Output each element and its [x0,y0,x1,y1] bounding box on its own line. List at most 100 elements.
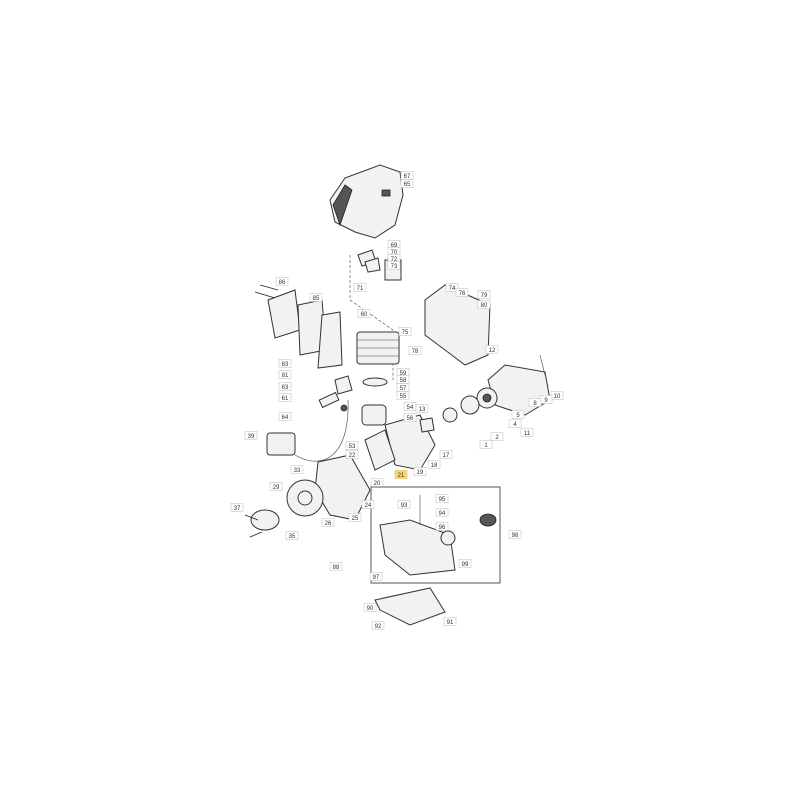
label-box [508,419,522,428]
part-label-91: 91 [443,617,457,626]
label-text: 71 [357,286,364,292]
label-text: 17 [443,453,450,459]
part-label-17: 17 [439,450,453,459]
part-label-78: 78 [408,346,422,355]
label-text: 79 [481,293,488,299]
label-text: 19 [417,470,424,476]
label-box [269,482,283,491]
ignition-and-muffler [266,375,353,462]
label-box [400,179,414,188]
part-label-24: 24 [361,500,375,509]
label-box [387,261,401,270]
part-label-26: 26 [321,518,335,527]
part-label-74: 74 [445,283,459,292]
part-label-22: 22 [345,450,359,459]
cylinder [356,331,400,365]
label-box [415,404,429,413]
part-label-76: 76 [455,288,469,297]
label-text: 73 [391,264,398,270]
label-box [398,327,412,336]
part-label-8: 8 [528,398,542,407]
label-box [479,440,493,449]
part-label-12: 12 [485,345,499,354]
part-label-39: 39 [244,431,258,440]
label-box [403,413,417,422]
part-label-2: 2 [490,432,504,441]
label-box [520,428,534,437]
label-text: 5 [516,413,520,419]
label-box [396,391,410,400]
label-text: 96 [439,525,446,531]
part-label-61: 61 [278,393,292,402]
label-box [369,572,383,581]
label-box [485,345,499,354]
fuel-tank-kit [370,486,501,584]
label-text: 65 [404,182,411,188]
label-box [435,508,449,517]
label-box [353,283,367,292]
label-text: 53 [349,444,356,450]
label-text: 24 [365,503,372,509]
label-text: 11 [524,431,531,437]
label-text: 94 [439,511,446,517]
label-text: 98 [512,533,519,539]
label-box [439,450,453,459]
part-label-80: 80 [477,300,491,309]
part-label-57: 57 [396,383,410,392]
label-text: 63 [282,385,289,391]
label-box [278,359,292,368]
label-text: 1 [484,443,488,449]
label-text: 39 [248,434,255,440]
part-label-63: 63 [278,382,292,391]
label-text: 60 [361,312,368,318]
label-text: 57 [400,386,407,392]
label-text: 80 [481,303,488,309]
label-text: 22 [349,453,356,459]
recoil-starter [442,354,551,423]
part-label-1: 1 [479,440,493,449]
label-box [345,441,359,450]
label-text: 59 [400,371,407,377]
label-box [371,621,385,630]
label-text: 97 [373,575,380,581]
label-text: 81 [282,373,289,379]
label-box [528,398,542,407]
label-box [443,617,457,626]
part-label-53: 53 [345,441,359,450]
part-label-99: 99 [458,559,472,568]
label-box [435,522,449,531]
label-text: 54 [407,405,414,411]
label-text: 29 [273,485,280,491]
label-text: 78 [412,349,419,355]
part-label-90: 90 [363,603,377,612]
air-filter [254,284,343,369]
part-label-67: 67 [400,171,414,180]
part-label-85: 85 [309,293,323,302]
label-box [361,500,375,509]
label-box [397,500,411,509]
part-label-94: 94 [435,508,449,517]
label-box [413,467,427,476]
label-text: 10 [554,394,561,400]
part-label-19: 19 [413,467,427,476]
label-text: 83 [282,362,289,368]
part-label-75: 75 [398,327,412,336]
label-text: 69 [391,243,398,249]
label-box [290,465,304,474]
part-label-56: 56 [403,413,417,422]
part-label-55: 55 [396,391,410,400]
part-label-18: 18 [427,460,441,469]
label-text: 85 [313,296,320,302]
part-label-33: 33 [290,465,304,474]
flywheel-and-clutch [244,454,371,538]
label-text: 4 [513,422,517,428]
part-label-73: 73 [387,261,401,270]
label-box [445,283,459,292]
part-label-83: 83 [278,359,292,368]
label-text: 88 [333,565,340,571]
part-label-13: 13 [415,404,429,413]
label-text: 93 [401,503,408,509]
label-box [394,470,408,479]
label-box [508,530,522,539]
